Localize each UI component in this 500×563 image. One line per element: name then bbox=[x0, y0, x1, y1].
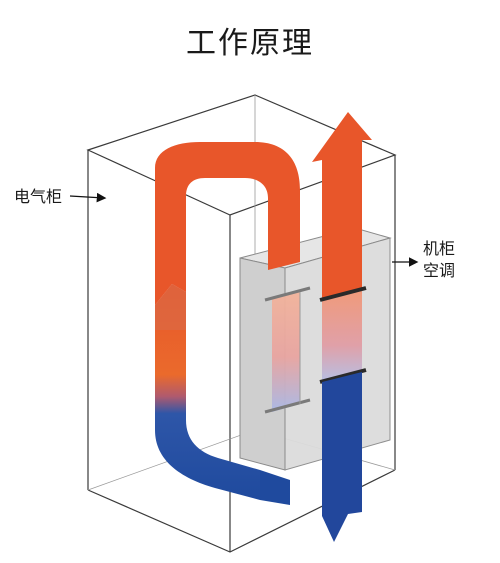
air-conditioner-label: 机柜 空调 bbox=[423, 238, 483, 282]
cabinet-label: 电气柜 bbox=[14, 187, 63, 206]
evaporator-coil bbox=[264, 286, 311, 414]
cabinet-air-conditioner bbox=[239, 227, 392, 471]
air-conditioner-label-line1: 机柜 bbox=[423, 239, 456, 258]
internal-airflow-loop bbox=[155, 142, 300, 505]
external-airflow bbox=[312, 112, 372, 542]
air-conditioner-label-line2: 空调 bbox=[423, 261, 456, 280]
page-title: 工作原理 bbox=[186, 26, 314, 61]
cabinet-pointer-arrow bbox=[69, 192, 107, 203]
